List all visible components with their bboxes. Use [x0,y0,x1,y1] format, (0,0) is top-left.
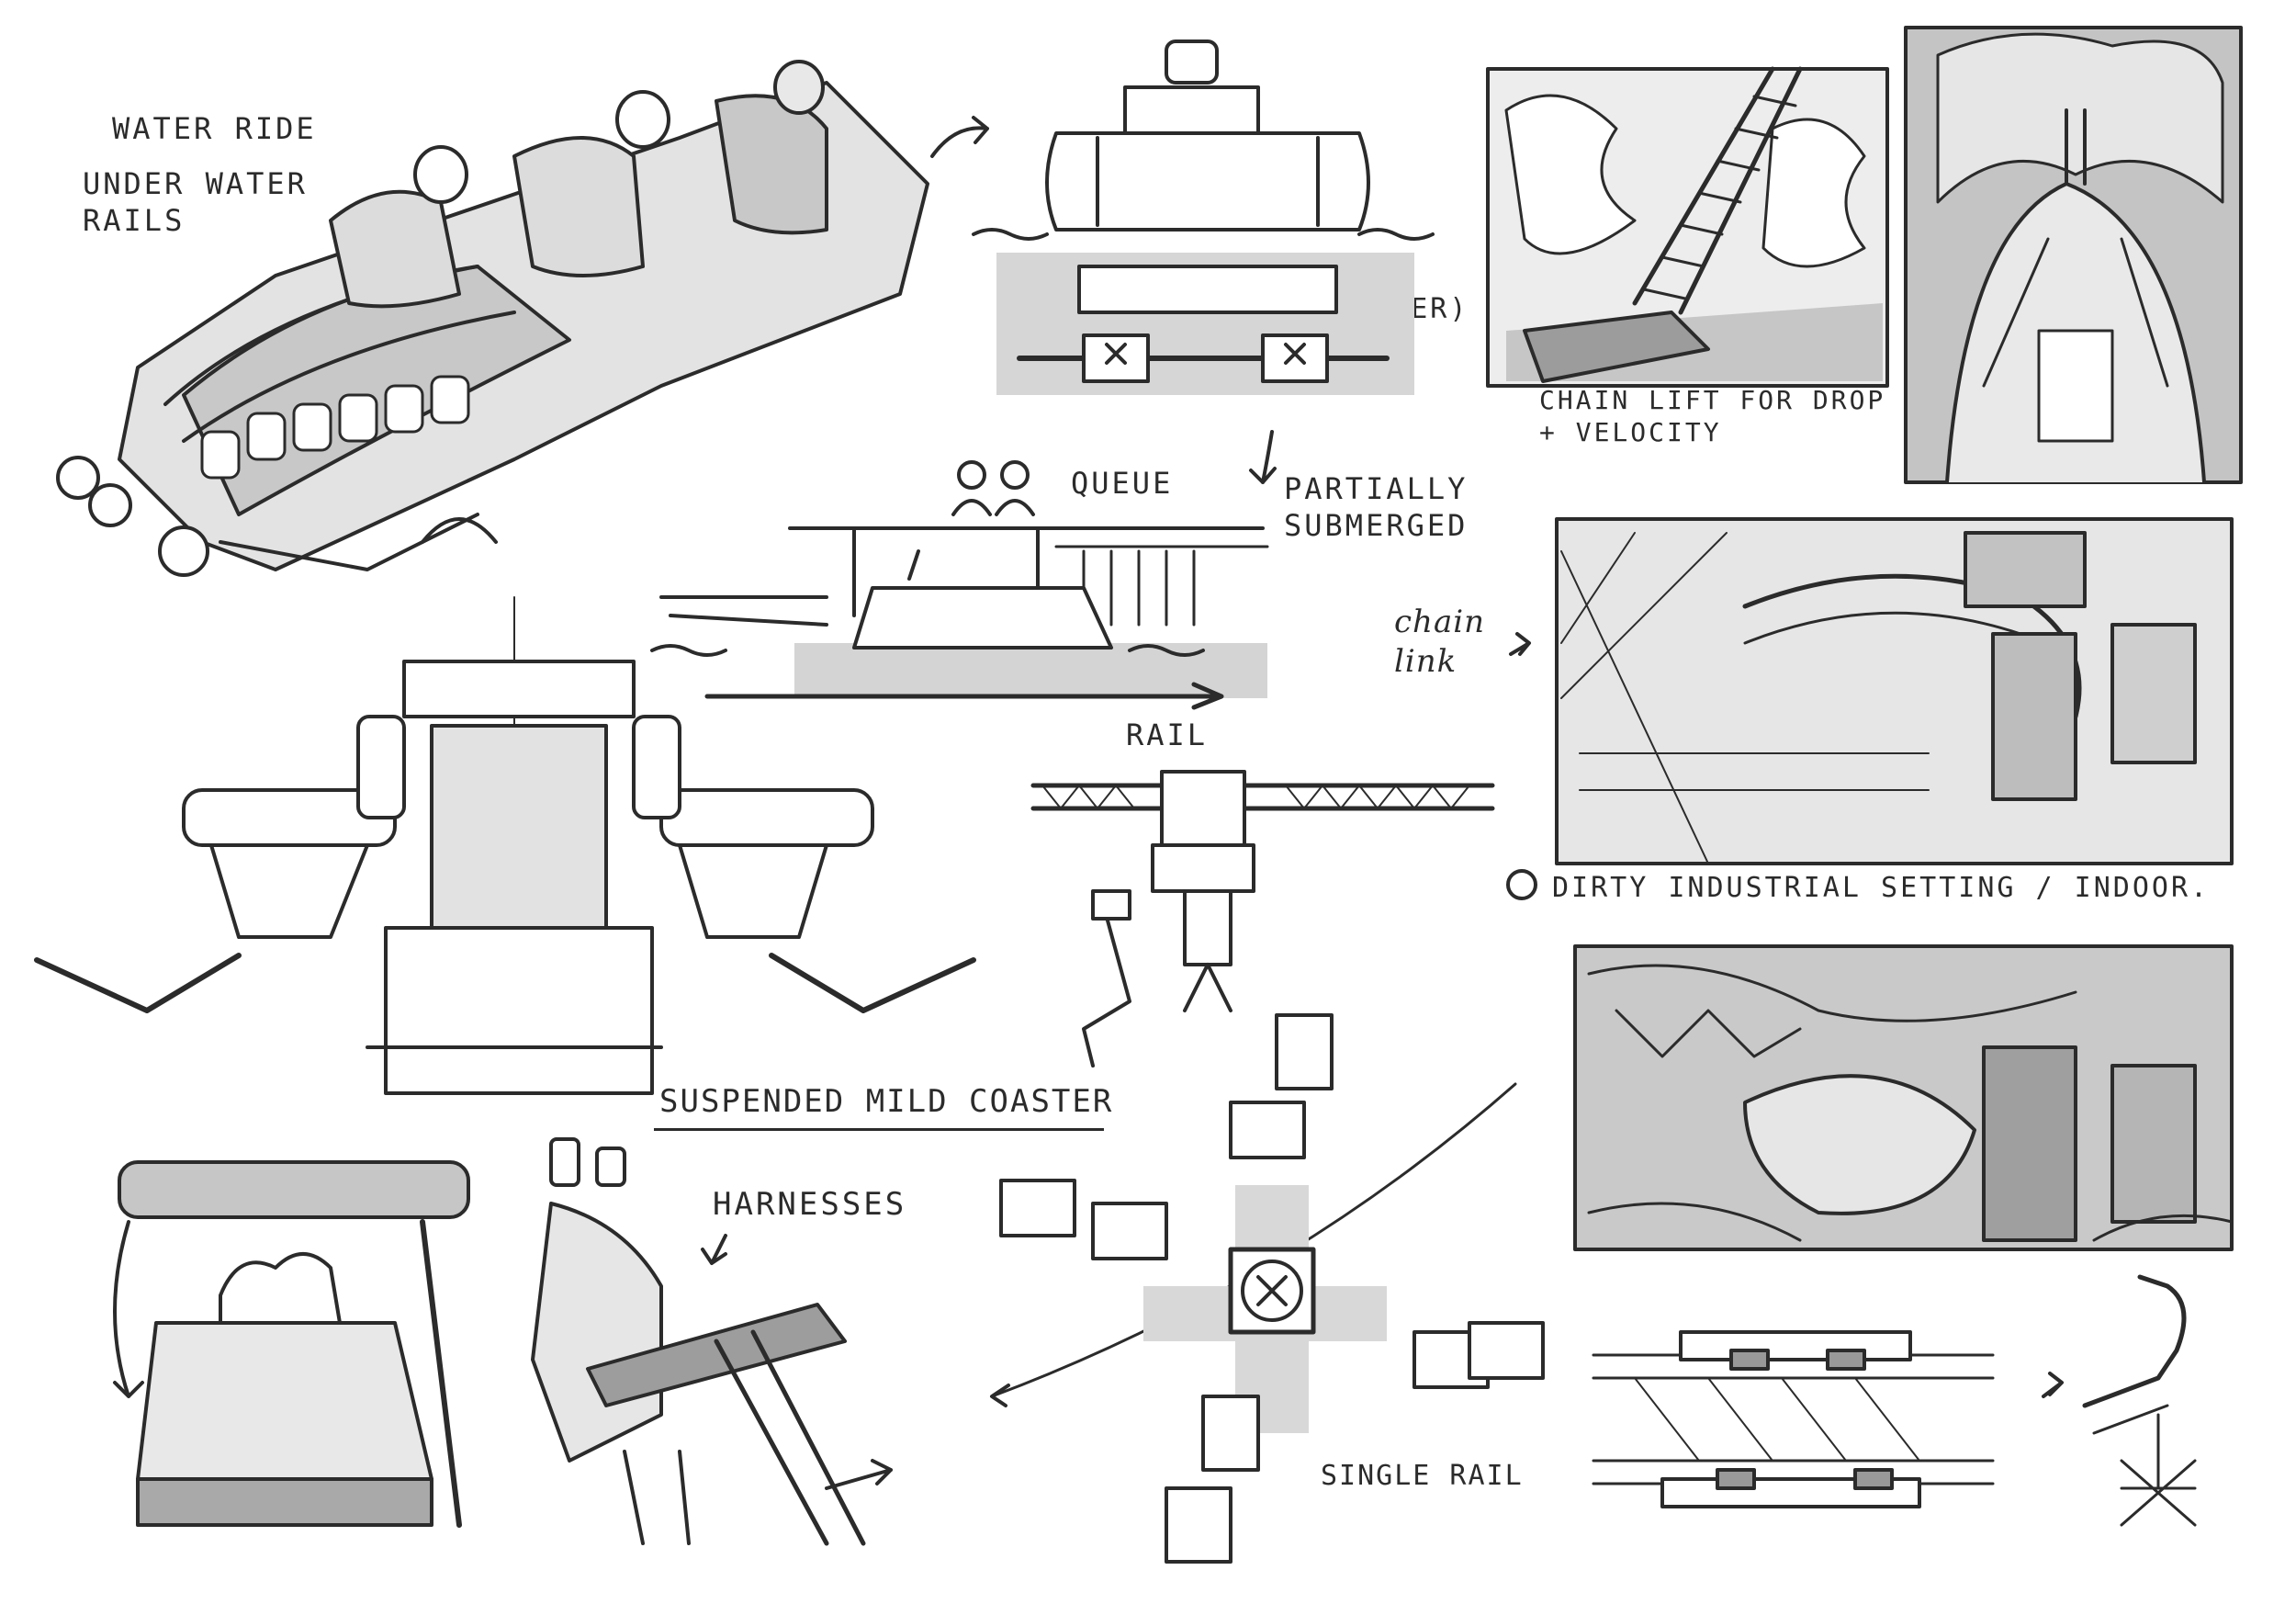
sketch-vehicle-front-view [34,596,976,1095]
sketch-water-ride-boat [56,60,929,577]
sketch-queue-section [650,460,1269,710]
sketch-water-cross-section [972,40,1435,395]
label-chain-link: chain link [1394,604,1485,680]
arrow-chain-link [1509,632,1531,656]
label-partially-submerged: PARTIALLY SUBMERGED [1284,471,1469,543]
arrow-down [1249,430,1277,484]
sketch-rail-truss [1592,1274,2197,1527]
label-water-ride: WATER RIDE [112,111,317,146]
label-chain-lift: CHAIN LIFT FOR DROP + VELOCITY [1539,385,1886,447]
sketch-seat-side-view [531,1137,893,1546]
sketch-harness-closeup [113,1160,470,1528]
sketch-suspended-rail [1030,770,1495,1067]
bullet-icon [1506,869,1537,900]
underline-suspended-mild-coaster [654,1128,1104,1131]
label-dirty-industrial: DIRTY INDUSTRIAL SETTING / INDOOR. [1552,872,2211,904]
label-rail: RAIL [1126,717,1209,752]
arrow-to-section [930,116,989,158]
label-queue: QUEUE [1071,466,1174,501]
label-under-water-rails: UNDER WATER RAILS [83,166,308,238]
panel-industrial-setting [1555,517,2234,865]
panel-underwater-view [1573,944,2234,1251]
panel-loop-view [1904,26,2243,484]
label-harnesses: HARNESSES [713,1186,907,1223]
sketch-single-rail-top-view [990,1013,1545,1564]
label-suspended-mild-coaster: SUSPENDED MILD COASTER [659,1083,1114,1120]
label-single-rail: SINGLE RAIL [1321,1460,1524,1492]
panel-chain-lift [1486,66,1889,388]
